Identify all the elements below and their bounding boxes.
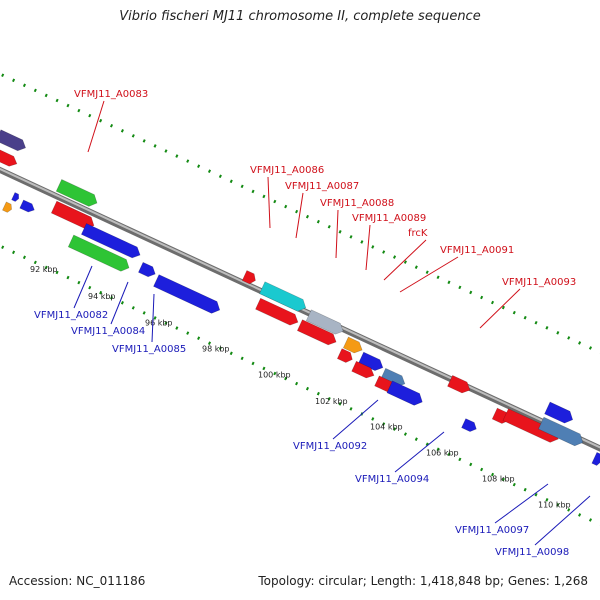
gene-arrow	[153, 274, 221, 314]
gene-label-upper: VFMJ11_A0083	[74, 89, 148, 100]
kbp-tick-label: 92 kbp	[30, 265, 58, 274]
accession-text: Accession: NC_011186	[9, 574, 146, 588]
gene-arrow	[255, 297, 299, 326]
callout-line	[394, 431, 445, 473]
gene-arrow	[447, 374, 471, 394]
callout-line	[494, 483, 549, 524]
gene-label-upper: VFMJ11_A0088	[320, 198, 394, 209]
gene-features	[0, 129, 600, 466]
gene-label-upper: VFMJ11_A0089	[352, 213, 426, 224]
gene-arrow	[544, 401, 574, 424]
gene-arrow	[296, 319, 337, 346]
callout-line	[151, 293, 155, 343]
chromosome-backbone	[0, 166, 600, 452]
callout-line	[332, 399, 379, 440]
gene-arrow	[0, 129, 26, 152]
gene-arrow	[259, 281, 307, 312]
callout-line	[267, 176, 271, 229]
gene-arrow	[538, 416, 584, 447]
gene-label-upper: frcK	[408, 228, 428, 239]
gene-arrow	[342, 336, 363, 354]
gene-label-lower: VFMJ11_A0097	[455, 525, 529, 536]
gene-callouts: VFMJ11_A0083VFMJ11_A0086VFMJ11_A0087VFMJ…	[34, 89, 591, 558]
kbp-ticks: 92 kbp 94 kbp 96 kbp 98 kbp 100 kbp 102 kbp 10…	[30, 265, 571, 510]
kbp-tick-label: 106 kbp	[426, 449, 459, 458]
gene-label-lower: VFMJ11_A0082	[34, 310, 108, 321]
kbp-tick-label: 110 kbp	[538, 501, 571, 510]
gene-label-upper: VFMJ11_A0091	[440, 245, 514, 256]
gene-arrow	[19, 199, 35, 213]
kbp-tick-label: 108 kbp	[482, 475, 515, 484]
kbp-tick-label: 98 kbp	[202, 345, 230, 354]
callout-line	[534, 495, 591, 546]
gene-arrow	[67, 234, 130, 272]
gene-arrow	[461, 418, 477, 432]
gene-arrow	[591, 451, 600, 466]
callout-line	[383, 239, 427, 281]
callout-line	[110, 281, 129, 325]
gene-arrow	[305, 309, 344, 335]
gene-label-lower: VFMJ11_A0094	[355, 474, 429, 485]
gene-label-upper: VFMJ11_A0087	[285, 181, 359, 192]
gene-label-lower: VFMJ11_A0098	[495, 547, 569, 558]
gene-arrow	[351, 360, 375, 379]
gene-arrow	[138, 261, 156, 278]
topology-summary: Topology: circular; Length: 1,418,848 bp…	[258, 574, 588, 588]
gene-arrow	[358, 351, 384, 371]
gene-label-upper: VFMJ11_A0093	[502, 277, 576, 288]
gene-arrow	[55, 179, 98, 207]
callout-line	[479, 288, 521, 329]
gene-label-upper: VFMJ11_A0086	[250, 165, 324, 176]
gene-arrow	[336, 348, 353, 363]
gene-label-lower: VFMJ11_A0084	[71, 326, 145, 337]
gene-label-lower: VFMJ11_A0085	[112, 344, 186, 355]
gene-arrow	[80, 223, 141, 259]
callout-line	[295, 192, 304, 239]
callout-line	[73, 265, 93, 309]
gene-arrow	[386, 380, 423, 406]
gene-arrow	[11, 192, 20, 202]
map-title: Vibrio fischeri MJ11 chromosome II, comp…	[119, 9, 481, 24]
gene-arrow	[0, 148, 18, 167]
kbp-tick-label: 94 kbp	[88, 292, 116, 301]
gene-arrow	[241, 270, 256, 285]
kbp-tick-label: 104 kbp	[370, 423, 403, 432]
callout-line	[365, 224, 371, 271]
gene-arrow	[2, 201, 12, 213]
gene-label-lower: VFMJ11_A0092	[293, 441, 367, 452]
kbp-tick-label: 100 kbp	[258, 371, 291, 380]
kbp-tick-label: 102 kbp	[315, 397, 348, 406]
callout-line	[87, 100, 105, 153]
callout-line	[335, 209, 339, 259]
kbp-tick-label: 96 kbp	[145, 318, 173, 327]
callout-line	[399, 256, 459, 293]
backbone-highlight	[0, 167, 600, 449]
